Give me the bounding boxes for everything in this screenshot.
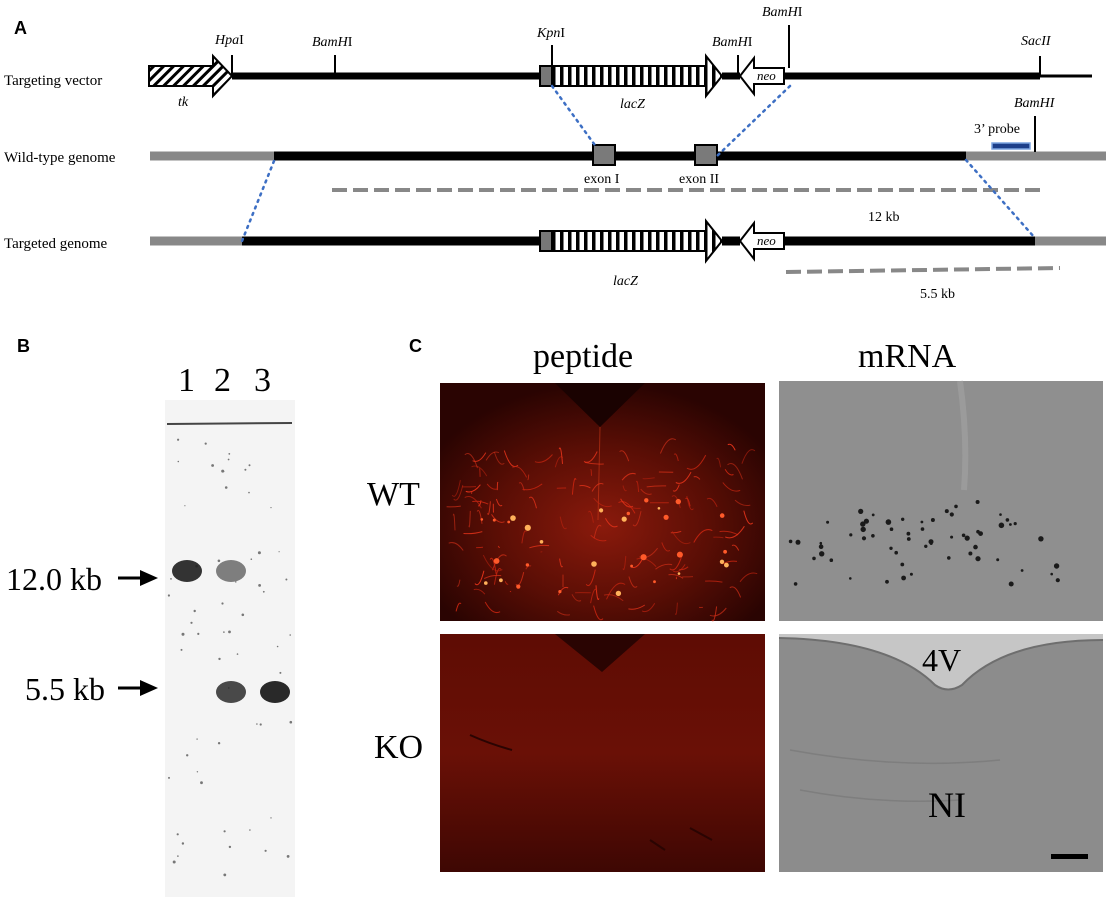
blot-speckles: [167, 438, 293, 877]
exon-2-box: [694, 144, 718, 166]
blot-band-lane-3: [260, 681, 290, 703]
row-label-targeting-vector: Targeting vector: [4, 73, 102, 89]
exon-1-label: exon I: [584, 172, 620, 187]
panel-c: C peptide mRNA WT KO: [367, 336, 1104, 872]
vector-exon-fragment: [539, 65, 553, 87]
marker-12kb-label: 12.0 kb: [6, 561, 102, 597]
row-label-wild-type-genome: Wild-type genome: [4, 150, 116, 166]
ko-fragment-label: 5.5 kb: [920, 287, 955, 302]
neo-label-vector: neo: [757, 68, 776, 83]
image-ko-mrna: 4V NI: [778, 634, 1104, 872]
panel-b-letter: B: [17, 336, 30, 356]
row-label-ko: KO: [374, 729, 423, 766]
tk-label: tk: [178, 95, 189, 110]
probe-bar: [991, 142, 1031, 150]
homology-line-vector-left: [550, 84, 599, 150]
lane-label-3: 3: [254, 362, 271, 399]
lane-label-1: 1: [178, 362, 195, 399]
bamhi-site-3-label: BamHI: [762, 5, 803, 20]
image-wt-peptide: [440, 383, 765, 622]
lacz-label-vector: lacZ: [620, 97, 645, 112]
neo-label-targeted: neo: [757, 233, 776, 248]
lacz-cassette-vector: [551, 53, 724, 99]
lacz-label-targeted: lacZ: [613, 274, 638, 289]
row-label-targeted-genome: Targeted genome: [4, 236, 108, 252]
panel-b: B 1 2 3 12.0 kb 5.5 kb: [6, 336, 295, 897]
targeting-vector-map: tk lacZ neo HpaI BamHI KpnI BamHI BamHI …: [148, 5, 1092, 112]
hpai-site-label: HpaI: [214, 33, 244, 48]
wt-fragment-label: 12 kb: [868, 210, 900, 225]
exon-1-box: [592, 144, 616, 166]
exon-2-label: exon II: [679, 172, 719, 187]
lacz-cassette-targeted: [551, 218, 724, 264]
blot-band-lane-2: [216, 681, 246, 703]
panel-a-letter: A: [14, 18, 27, 38]
blot-membrane: [165, 400, 295, 897]
scale-bar: [1051, 854, 1088, 859]
probe-label: 3’ probe: [974, 122, 1020, 137]
marker-12kb-arrow: [118, 570, 158, 586]
homology-lines: [240, 84, 1037, 243]
targeted-genome-map: lacZ neo 5.5 kb: [150, 218, 1106, 302]
bamhi-site-2-label: BamHI: [712, 35, 753, 50]
homology-line-genome-left: [240, 159, 276, 243]
sacii-site-label: SacII: [1021, 34, 1052, 49]
lane-label-2: 2: [214, 362, 231, 399]
bamhi-site-1-label: BamHI: [312, 35, 353, 50]
ko-exon-fragment: [539, 230, 553, 252]
blot-band-lane-2: [216, 560, 246, 582]
panel-a: A Targeting vector Wild-type genome Targ…: [4, 5, 1106, 302]
blot-band-lane-1: [172, 560, 202, 582]
marker-5-5kb-arrow: [118, 680, 158, 696]
homology-line-vector-right: [715, 84, 792, 158]
neo-cassette-vector: [738, 55, 785, 97]
row-label-wt: WT: [367, 476, 420, 513]
wild-type-genome-map: exon I exon II BamHI 3’ probe 12 kb: [150, 96, 1106, 225]
blot-well-line: [166, 422, 293, 425]
mrna-positive-cells: [788, 500, 1060, 587]
ko-fragment-5-5kb: [785, 266, 1061, 274]
panel-c-letter: C: [409, 336, 422, 356]
blot-bands: [172, 560, 290, 703]
kpni-site-label: KpnI: [536, 26, 565, 41]
wt-peptide-fibers: [446, 438, 758, 622]
homology-line-genome-right: [964, 158, 1037, 240]
marker-5-5kb-label: 5.5 kb: [25, 671, 105, 707]
label-4v: 4V: [922, 642, 961, 678]
bamhi-site-4-label: BamHI: [1014, 96, 1056, 111]
image-ko-peptide: [440, 634, 765, 872]
tk-cassette: [148, 53, 234, 99]
neo-cassette-targeted: [738, 220, 785, 262]
column-label-peptide: peptide: [533, 338, 633, 375]
label-ni: NI: [928, 785, 966, 825]
column-label-mrna: mRNA: [858, 338, 957, 375]
image-wt-mrna: [779, 380, 1103, 621]
